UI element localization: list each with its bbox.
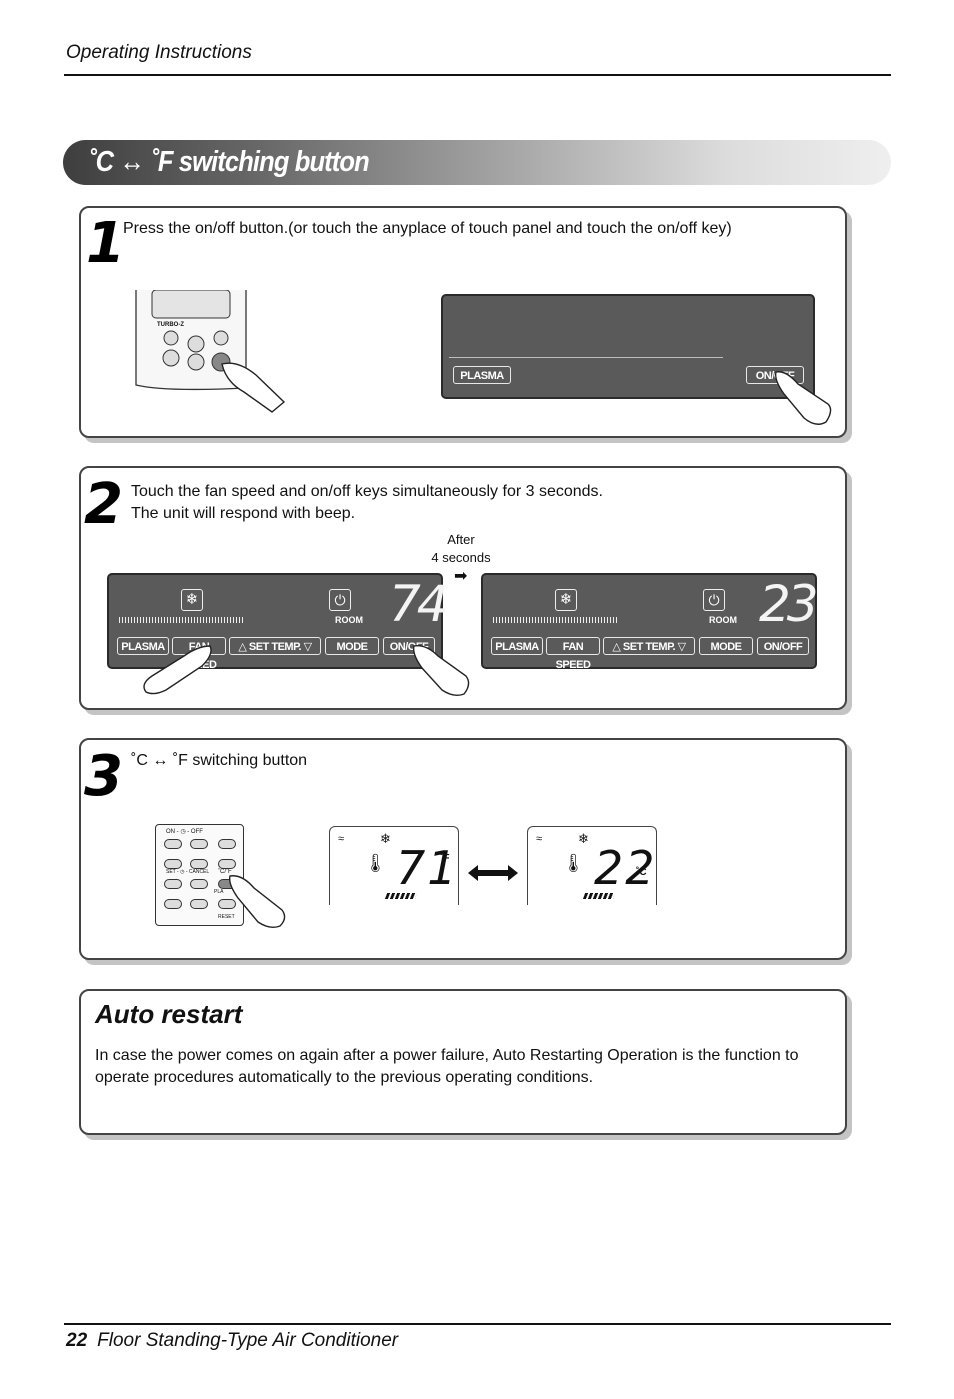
temperature-digits: 22: [594, 841, 657, 895]
remote-button[interactable]: [164, 899, 182, 909]
plasma-key[interactable]: PLASMA: [117, 637, 169, 655]
speed-bar: [119, 617, 245, 623]
set-cancel-label: SET - ◷ - CANCEL: [166, 869, 210, 875]
step1-text: Press the on/off button.(or touch the an…: [123, 220, 732, 237]
auto-restart-line1: In case the power comes on again after a…: [95, 1047, 799, 1064]
plasma-label: PLA: [214, 889, 224, 895]
lcd-celsius: ≈ ❄ 🌡 22 ˚C: [527, 826, 657, 905]
room-label: ROOM: [709, 615, 737, 625]
set-temp-key[interactable]: △ SET TEMP. ▽: [603, 637, 695, 655]
mode-key[interactable]: MODE: [325, 637, 379, 655]
power-icon: ⏻: [329, 589, 351, 611]
arrow-right-icon: ➡: [454, 568, 468, 585]
section-title-bar: [63, 140, 891, 185]
step2-line2: The unit will respond with beep.: [131, 505, 356, 522]
fan-icon: ❄: [181, 589, 203, 611]
temperature-digits: 71: [396, 841, 459, 895]
signal-icon: ≈: [536, 833, 543, 845]
cool-icon: ❄: [380, 831, 391, 846]
on-off-timer-label: ON - ◷ - OFF: [166, 829, 203, 835]
lcd-fahrenheit: ≈ ❄ 🌡 71 ˚F: [329, 826, 459, 905]
page-number: 22: [66, 1330, 88, 1351]
remote-button[interactable]: [190, 879, 208, 889]
thermometer-icon: 🌡: [562, 853, 585, 873]
remote-button[interactable]: [190, 859, 208, 869]
thermometer-icon: 🌡: [364, 853, 387, 873]
auto-restart-title: Auto restart: [95, 999, 243, 1029]
footer-rule: [64, 1323, 891, 1325]
hand-left-icon: [143, 645, 212, 695]
hand-right-icon: [412, 645, 470, 697]
remote-control-image: [135, 290, 286, 413]
room-label: ROOM: [335, 615, 363, 625]
cool-icon: ❄: [578, 831, 589, 846]
fan-speed-bars: [384, 893, 418, 899]
touch-panel-display: PLASMA ON/OFF: [441, 294, 815, 399]
fan-speed-key[interactable]: FAN SPEED: [546, 637, 600, 671]
step1-number: 1: [86, 211, 125, 276]
celsius-unit: ˚C: [636, 867, 647, 878]
mode-key[interactable]: MODE: [699, 637, 753, 655]
remote-control-image: ON - ◷ - OFF SET - ◷ - CANCEL ˚C/˚F PLA …: [155, 824, 244, 926]
panel-before: ❄ ⏻ ROOM 74 PLASMA FAN SPEED △ SET TEMP.…: [107, 573, 449, 671]
plasma-key[interactable]: PLASMA: [453, 366, 511, 384]
fan-icon: ❄: [555, 589, 577, 611]
remote-button[interactable]: [190, 839, 208, 849]
temperature-digits: 23: [759, 575, 819, 633]
fahrenheit-unit: ˚F: [440, 853, 450, 864]
on-off-key[interactable]: ON/OFF: [757, 637, 809, 655]
temperature-digits: 74: [389, 575, 449, 633]
step2-line1: Touch the fan speed and on/off keys simu…: [131, 483, 603, 500]
set-temp-key[interactable]: △ SET TEMP. ▽: [229, 637, 321, 655]
signal-icon: ≈: [338, 833, 345, 845]
remote-button[interactable]: [190, 899, 208, 909]
remote-button[interactable]: [218, 899, 236, 909]
double-arrow-icon: [468, 865, 518, 881]
footer: 22 Floor Standing-Type Air Conditioner: [66, 1330, 398, 1352]
plasma-key[interactable]: PLASMA: [491, 637, 543, 655]
turbo-label: TURBO-Z: [157, 322, 184, 328]
header-title: Operating Instructions: [66, 42, 252, 63]
reset-label: RESET: [218, 914, 235, 920]
remote-button[interactable]: [164, 859, 182, 869]
remote-button[interactable]: [164, 839, 182, 849]
panel-after: ❄ ⏻ ROOM 23 PLASMA FAN SPEED △ SET TEMP.…: [481, 573, 819, 671]
seconds-label: 4 seconds: [431, 550, 491, 565]
remote-button[interactable]: [164, 879, 182, 889]
footer-title: Floor Standing-Type Air Conditioner: [97, 1330, 399, 1351]
remote-button[interactable]: [218, 839, 236, 849]
speed-bar: [493, 617, 619, 623]
panel-divider: [449, 357, 723, 358]
pointing-hand-icon: [228, 875, 286, 929]
section-title: ˚C ↔ ˚F switching button: [88, 146, 370, 178]
auto-restart-line2: operate procedures automatically to the …: [95, 1069, 594, 1086]
after-label: After: [447, 532, 475, 547]
fan-speed-bars: [582, 893, 616, 899]
pointing-hand-icon: [774, 371, 832, 425]
step3-text: ˚C ↔ ˚F switching button: [131, 752, 308, 769]
remote-button[interactable]: [218, 859, 236, 869]
step3-number: 3: [84, 744, 123, 809]
power-icon: ⏻: [703, 589, 725, 611]
step2-number: 2: [84, 472, 123, 537]
auto-restart-box: [79, 989, 847, 1135]
cf-label: ˚C/˚F: [218, 869, 232, 875]
header-rule: [64, 74, 891, 76]
